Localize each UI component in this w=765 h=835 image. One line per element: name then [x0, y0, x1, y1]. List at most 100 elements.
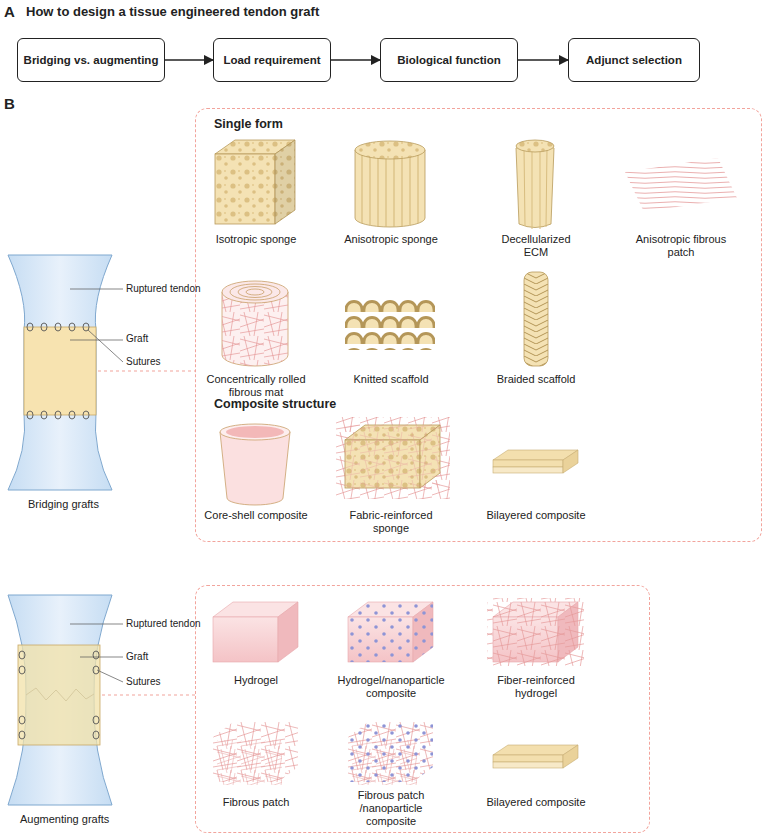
panel-letter: B [4, 95, 15, 112]
braided-scaffold-illustration [524, 272, 548, 366]
box-label: Adjunct selection [586, 54, 682, 66]
process-box: Bridging vs. augmenting [17, 38, 165, 82]
item-label: Hydrogel/nanoparticle composite [329, 674, 454, 700]
core-shell-illustration-part [220, 424, 290, 440]
figure-label: Augmenting grafts [20, 813, 109, 826]
augmenting-tendon-illustration-part-part [19, 651, 25, 659]
bilayered-composite-illustration-part [563, 745, 578, 768]
augmenting-tendon-illustration-part [8, 595, 112, 805]
augmenting-tendon-illustration-part-part [19, 666, 25, 674]
group-heading: Composite structure [214, 398, 336, 411]
bridging-tendon-illustration-part-part [83, 411, 89, 419]
item-label: Concentrically rolled fibrous mat [190, 373, 322, 399]
augmenting-tendon-illustration-part-part [70, 624, 123, 625]
item-label: Hydrogel [196, 674, 316, 687]
hydrogel-nanoparticle-illustration-part [348, 617, 413, 662]
figure-title: How to design a tissue engineered tendon… [26, 5, 319, 20]
augmenting-tendon-illustration-part-part [80, 657, 123, 658]
bridging-tendon-illustration-part-part [70, 289, 123, 290]
panel-letter: A [4, 3, 15, 20]
figure-label: Bridging grafts [28, 498, 99, 511]
knitted-scaffold-illustration [345, 296, 435, 350]
item-label: Isotropic sponge [196, 233, 316, 246]
isotropic-sponge-illustration-part [275, 140, 295, 224]
group-heading: Single form [214, 118, 283, 131]
bilayered-composite-illustration-part [493, 467, 563, 473]
part-label: Ruptured tendon [126, 618, 201, 630]
flow-arrow [331, 59, 380, 61]
bridging-tendon-illustration-part-part [41, 323, 47, 331]
item-label: Fabric-reinforced sponge [337, 509, 445, 535]
bilayered-composite-illustration [493, 450, 578, 473]
knitted-scaffold-illustration-part [345, 296, 435, 350]
fiber-hydrogel-illustration-part [487, 598, 584, 666]
process-box: Adjunct selection [568, 38, 700, 82]
braided-scaffold-illustration-part [524, 272, 548, 366]
augmenting-tendon-illustration-part [70, 624, 123, 682]
bridging-tendon-illustration-part-part [27, 323, 33, 331]
braided-scaffold-illustration-part [524, 272, 548, 366]
bridging-tendon-illustration-part [70, 289, 123, 362]
box-label: Bridging vs. augmenting [24, 54, 159, 66]
item-label: Core-shell composite [191, 509, 321, 522]
decellularized-ecm-illustration-part [516, 140, 554, 152]
hydrogel-nanoparticle-illustration-part [348, 617, 413, 662]
augmenting-tendon-illustration-part [102, 694, 195, 695]
augmenting-tendon-illustration-part [19, 651, 99, 739]
anisotropic-sponge-illustration-part [355, 150, 425, 227]
item-label: Fiber-reinforced hydrogel [486, 674, 586, 700]
item-label: Bilayered composite [476, 509, 596, 522]
anisotropic-sponge-illustration [355, 141, 425, 227]
bilayered-composite-illustration [493, 745, 578, 768]
bilayered-composite-illustration-part [563, 450, 578, 473]
rolled-mat-illustration-part [230, 284, 280, 300]
augmenting-tendon-illustration-part-part [93, 731, 99, 739]
item-label: Fibrous patch /nanoparticle composite [349, 789, 434, 828]
bridging-tendon-illustration-part-part [69, 411, 75, 419]
fibrous-nanoparticle-illustration-part [348, 737, 413, 782]
fibrous-nanoparticle-illustration-part [348, 737, 413, 782]
decellularized-ecm-illustration [516, 140, 554, 229]
fabric-sponge-illustration [336, 417, 450, 499]
hydrogel-nanoparticle-illustration-part [413, 602, 433, 662]
hydrogel-illustration-part [213, 617, 278, 662]
flow-arrow [165, 59, 213, 61]
item-label: Fibrous patch [196, 796, 316, 809]
augmenting-tendon-illustration-part-part [93, 716, 99, 724]
flow-arrow [518, 59, 568, 61]
decellularized-ecm-illustration-part [524, 146, 547, 229]
fibrous-nanoparticle-illustration-part [413, 722, 433, 782]
fabric-sponge-illustration-part [336, 417, 450, 499]
part-label: Sutures [126, 676, 160, 688]
bilayered-composite-illustration-part [493, 460, 563, 467]
bridging-tendon-illustration-part-part [83, 323, 89, 331]
core-shell-illustration [220, 424, 290, 505]
rolled-mat-illustration [222, 281, 288, 366]
fibrous-patch-illustration-part [217, 740, 282, 785]
part-label: Sutures [126, 356, 160, 368]
anisotropic-sponge-illustration-part [355, 141, 425, 159]
anisotropic-fibrous-patch-illustration-part [625, 158, 737, 212]
process-box: Biological function [380, 38, 518, 82]
item-label: Bilayered composite [476, 796, 596, 809]
augmenting-tendon-illustration-part-part [19, 716, 25, 724]
fibrous-nanoparticle-illustration [348, 722, 433, 785]
hydrogel-illustration [213, 602, 298, 662]
group-panel: HydrogelHydrogel/nanoparticle compositeF… [195, 585, 650, 833]
fibrous-patch-illustration [213, 722, 298, 785]
bridging-tendon-illustration-part-part [88, 330, 123, 362]
bilayered-composite-illustration-part [493, 755, 563, 762]
bridging-tendon-illustration-part-part [69, 323, 75, 331]
item-label: Decellularized ECM [489, 233, 584, 259]
rolled-mat-illustration-part [246, 289, 264, 295]
rolled-mat-illustration-part [238, 287, 272, 298]
part-label: Graft [126, 651, 148, 663]
item-label: Knitted scaffold [331, 373, 451, 386]
item-label: Braided scaffold [476, 373, 596, 386]
part-label: Graft [126, 333, 148, 345]
augmenting-tendon-illustration-part-part [93, 651, 99, 659]
decellularized-ecm-illustration-part [516, 142, 554, 228]
